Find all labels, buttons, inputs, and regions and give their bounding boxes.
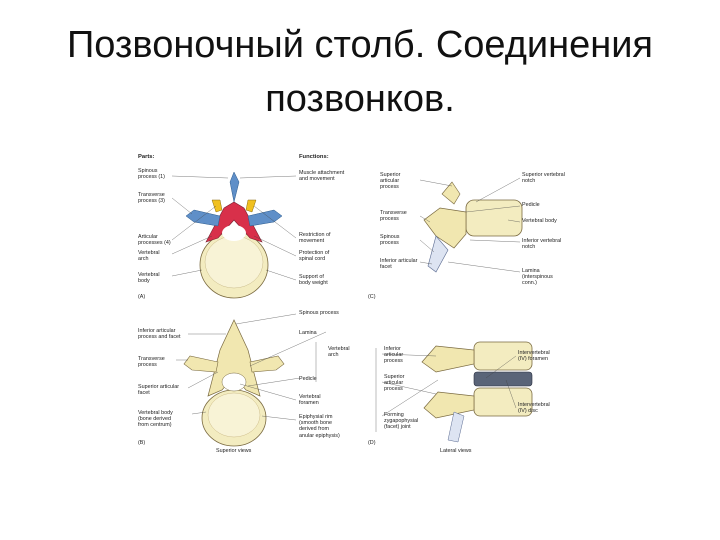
label-b-pedicle: Pedicle <box>299 376 317 382</box>
label-d-inferior: Inferior articular process <box>384 346 404 365</box>
label-b-foramen: Vertebral foramen <box>299 394 321 407</box>
vertebra-figure: Parts: Spinous process (1) Transverse pr… <box>136 150 586 456</box>
panel-b-drawing <box>183 319 285 447</box>
label-b-transverse: Transverse process <box>138 356 165 369</box>
label-c-sup-notch: Superior vertebral notch <box>522 172 565 185</box>
label-c-inf-notch: Inferior vertebral notch <box>522 238 562 251</box>
label-a-transverse: Transverse process (3) <box>138 192 165 205</box>
label-b-superior: Superior articular facet <box>138 384 180 397</box>
panel-a-drawing <box>185 171 283 299</box>
label-c-pedicle: Pedicle <box>522 202 540 208</box>
label-b-caption: Superior views <box>216 448 252 454</box>
label-c-spinous: Spinous process <box>380 234 400 247</box>
title-line-2: позвонков. <box>265 78 455 120</box>
label-a-articular: Articular processes (4) <box>138 234 171 247</box>
label-b-spinous: Spinous process <box>299 310 339 316</box>
label-d-tag: (D) <box>368 440 376 446</box>
panel-a-heading-parts: Parts: <box>138 154 155 160</box>
label-b-epiphysial: Epiphysial rim (smooth bone derived from… <box>299 414 340 439</box>
title-line-1: Позвоночный столб. Соединения <box>66 24 653 66</box>
label-d-caption: Lateral views <box>440 448 472 454</box>
label-b-body: Vertebral body (bone derived from centru… <box>138 410 173 429</box>
label-c-transverse: Transverse process <box>380 210 407 223</box>
label-b-arch: Vertebral arch <box>328 346 350 359</box>
slide-title: Позвоночный столб. Соединения позвонков. <box>40 18 680 126</box>
label-c-tag: (C) <box>368 294 376 300</box>
vertebra-illustration <box>171 171 533 447</box>
panel-a-heading-functions: Functions: <box>299 154 329 160</box>
label-d-superior: Superior articular process <box>384 374 405 393</box>
label-b-inferior: Inferior articular process and facet <box>138 328 181 341</box>
label-a-body: Vertebral body <box>138 272 160 285</box>
leader-lines <box>171 175 521 432</box>
label-a-restriction: Restriction of movement <box>299 232 331 245</box>
label-d-iv-foramen: Intervertebral (IV) foramen <box>518 350 550 363</box>
label-a-arch: Vertebral arch <box>138 250 160 263</box>
label-c-lamina: Lamina (interspinous conn.) <box>522 268 553 287</box>
label-c-inferior-facet: Inferior articular facet <box>380 258 418 271</box>
label-c-superior-articular: Superior articular process <box>380 172 401 191</box>
label-a-muscle: Muscle attachment and movement <box>299 170 345 183</box>
label-a-tag: (A) <box>138 294 146 300</box>
label-d-iv-disc: Intervertebral (IV) disc <box>518 402 550 415</box>
label-a-protection: Protection of spinal cord <box>299 250 330 263</box>
label-a-support: Support of body weight <box>299 274 328 287</box>
label-b-tag: (B) <box>138 440 146 446</box>
panel-c-drawing <box>423 181 523 273</box>
label-c-body: Vertebral body <box>522 218 557 224</box>
label-d-forming: Forming zygapophysial (facet) joint <box>384 412 419 431</box>
panel-d-drawing <box>421 341 533 443</box>
label-b-lamina: Lamina <box>299 330 317 336</box>
label-a-spinous: Spinous process (1) <box>138 168 165 181</box>
